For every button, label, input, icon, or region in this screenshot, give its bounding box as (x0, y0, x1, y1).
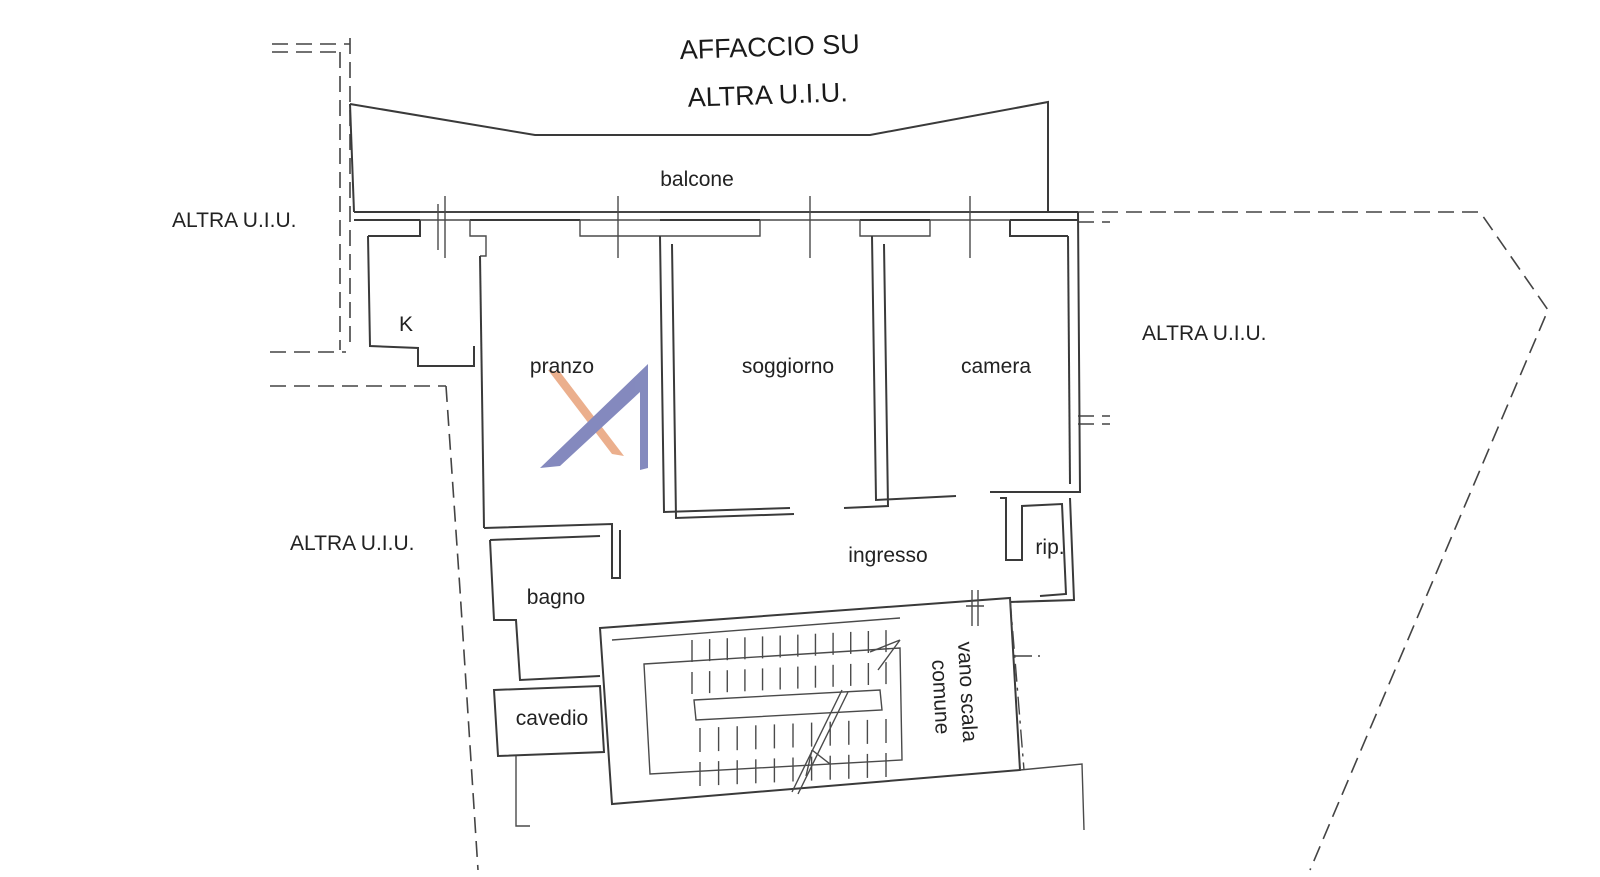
neighbor-label-left-bottom: ALTRA U.I.U. (290, 532, 414, 555)
neighbor-boundary-top-left (270, 38, 479, 871)
balcony-outline (349, 100, 1049, 213)
room-label-k: K (399, 313, 413, 336)
room-label-camera: camera (961, 355, 1031, 378)
room-label-ingresso: ingresso (848, 544, 927, 567)
watermark-logo-icon (540, 364, 648, 470)
room-label-vano-scala: vano scala (953, 641, 981, 743)
room-label-cavedio: cavedio (516, 707, 588, 730)
room-label-soggiorno: soggiorno (742, 355, 834, 378)
facade-windows (420, 196, 1010, 258)
room-label-bagno: bagno (527, 586, 585, 609)
room-label-rip: rip. (1035, 536, 1064, 559)
heading-affaccio: AFFACCIO SU (679, 29, 860, 65)
room-label-balcone: balcone (660, 168, 734, 191)
neighbor-label-left-top: ALTRA U.I.U. (172, 209, 296, 232)
heading-altra-uiu: ALTRA U.I.U. (687, 77, 848, 113)
stair-well (598, 596, 1085, 831)
entrance-door-icon (966, 590, 984, 626)
interior-walls (479, 235, 1076, 827)
room-label-comune: comune (927, 659, 954, 735)
stair-arrow-icon (791, 639, 901, 795)
neighbor-label-right: ALTRA U.I.U. (1142, 322, 1266, 345)
neighbor-boundary-right (1078, 211, 1549, 871)
exterior-walls (354, 211, 1082, 493)
stair-treads (691, 630, 887, 786)
room-label-pranzo: pranzo (530, 355, 594, 378)
